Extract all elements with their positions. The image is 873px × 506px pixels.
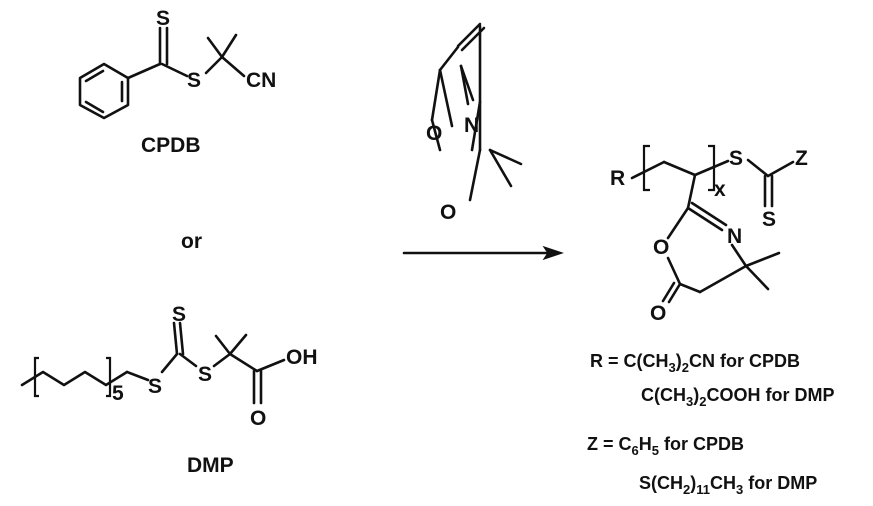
product-repeat-bracket-left bbox=[642, 144, 650, 192]
product-z-group: Z bbox=[795, 147, 808, 170]
r-definition-cpdb: R = C(CH3)2CN for CPDB bbox=[590, 351, 800, 375]
dmp-thione-sulfur: S bbox=[172, 303, 186, 326]
product-sulfur: S bbox=[729, 147, 743, 170]
product-thione-sulfur: S bbox=[762, 208, 776, 231]
product-polymer-structure: R x S Z S O N O bbox=[610, 144, 808, 325]
dmp-structure: 5 S S S OH O bbox=[20, 303, 318, 430]
dmp-carbonyl-oxygen: O bbox=[250, 407, 266, 430]
dmp-repeat-bracket-right bbox=[106, 356, 112, 398]
vdm-ring-oxygen: O bbox=[426, 122, 442, 145]
product-nitrogen: N bbox=[727, 225, 742, 248]
vdm-nitrogen: N bbox=[464, 114, 479, 137]
cpdb-structure: S S CN bbox=[78, 7, 276, 120]
dmp-label: DMP bbox=[187, 454, 234, 477]
reaction-arrow bbox=[402, 245, 564, 261]
product-repeat-count: x bbox=[714, 178, 726, 201]
z-definition-dmp: S(CH2)11CH3 for DMP bbox=[639, 473, 817, 497]
product-carbonyl-oxygen: O bbox=[650, 302, 666, 325]
dmp-repeat-count: 5 bbox=[112, 382, 124, 405]
dmp-repeat-bracket-left bbox=[33, 356, 39, 398]
cpdb-label: CPDB bbox=[141, 134, 201, 157]
vdm-carbonyl-oxygen: O bbox=[440, 201, 456, 224]
or-label: or bbox=[181, 230, 202, 253]
cpdb-cyano-group: CN bbox=[246, 69, 276, 92]
cpdb-benzene-ring bbox=[78, 62, 130, 120]
dmp-sulfur-left: S bbox=[148, 375, 162, 398]
r-definition-dmp: C(CH3)2COOH for DMP bbox=[641, 385, 834, 409]
dmp-hydroxyl: OH bbox=[286, 346, 318, 369]
cpdb-thione-sulfur: S bbox=[156, 7, 170, 30]
product-r-group: R bbox=[610, 167, 625, 190]
z-definition-cpdb: Z = C6H5 for CPDB bbox=[587, 434, 744, 458]
dmp-sulfur-right: S bbox=[198, 363, 212, 386]
vdm-monomer-structure: N O O bbox=[426, 22, 523, 224]
product-ring-oxygen: O bbox=[653, 236, 669, 259]
cpdb-thioether-sulfur: S bbox=[187, 69, 201, 92]
